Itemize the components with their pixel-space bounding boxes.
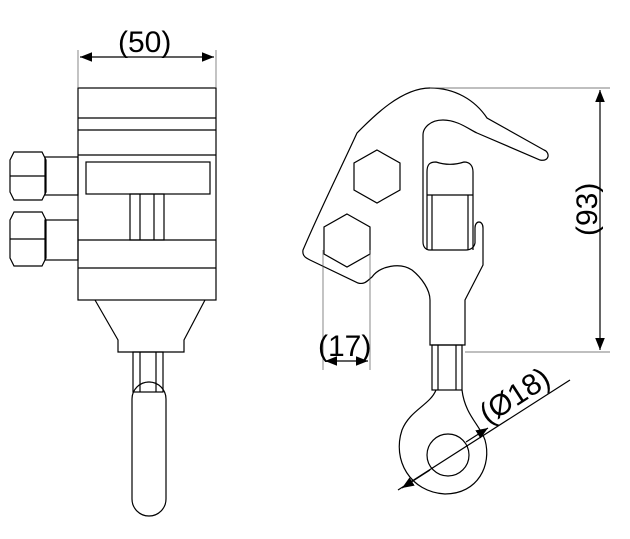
front-view (9, 87, 217, 517)
bolt-nut-lower (9, 211, 79, 267)
dimension-hex: (17) (318, 250, 371, 370)
bolt-nut-upper (9, 151, 79, 201)
height-label: (93) (571, 183, 604, 236)
diameter-label: (Ø18) (474, 361, 556, 430)
dimension-width: (50) (77, 26, 217, 88)
hex-lower (323, 213, 371, 268)
hex-label: (17) (318, 330, 371, 363)
side-view-hook (302, 87, 549, 495)
dimension-diameter: (Ø18) (397, 361, 571, 491)
hex-upper (353, 149, 401, 204)
width-label: (50) (118, 26, 171, 59)
dimension-height: (93) (430, 87, 610, 353)
